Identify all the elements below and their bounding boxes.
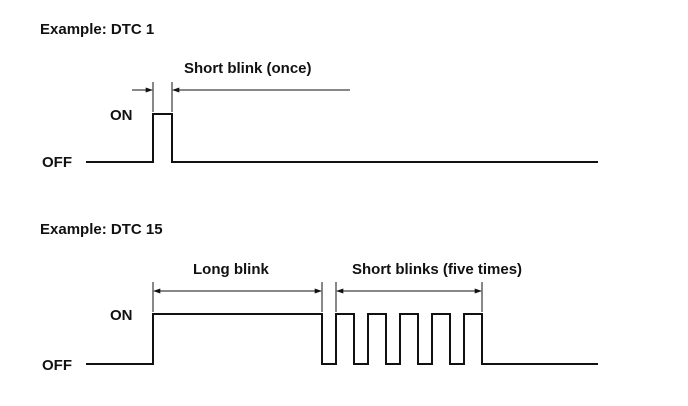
- example-1-signal-waveform: [86, 113, 598, 163]
- example-2-title: Example: DTC 15: [40, 221, 163, 238]
- example-1-off-label: OFF: [42, 154, 72, 171]
- example-1-title: Example: DTC 1: [40, 21, 154, 38]
- example-1-short-blink-label: Short blink (once): [184, 60, 312, 77]
- example-dtc-15: Example: DTC 15 ON OFF Long blink Short …: [40, 221, 598, 374]
- example-dtc-1: Example: DTC 1 ON OFF Short blink (once): [40, 21, 598, 171]
- example-2-short-blinks-label: Short blinks (five times): [352, 261, 522, 278]
- example-2-off-label: OFF: [42, 357, 72, 374]
- example-2-signal-waveform: [86, 313, 598, 365]
- example-2-long-blink-label: Long blink: [193, 261, 269, 278]
- example-1-on-label: ON: [110, 107, 133, 124]
- example-2-on-label: ON: [110, 307, 133, 324]
